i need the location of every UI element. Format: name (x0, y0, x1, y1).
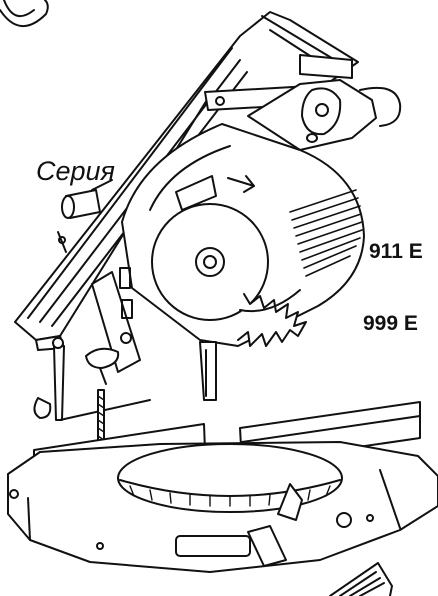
lower-guard-arm (199, 341, 217, 401)
side-column (91, 267, 141, 373)
model-label-999e: 999 E (363, 312, 418, 335)
miter-handle (247, 483, 303, 567)
saw-blade (151, 203, 269, 321)
series-label: Серия (36, 156, 115, 186)
cooling-vents (289, 189, 363, 277)
corner-fragment-bottom-right (329, 562, 393, 596)
corner-fragment-top-left (0, 0, 49, 27)
series-callout-line (91, 179, 113, 191)
blade-teeth (237, 289, 307, 347)
model-label-911e: 911 E (369, 240, 423, 263)
machine-base (7, 441, 438, 573)
motor-housing (247, 79, 402, 211)
side-knob-left (57, 189, 101, 253)
